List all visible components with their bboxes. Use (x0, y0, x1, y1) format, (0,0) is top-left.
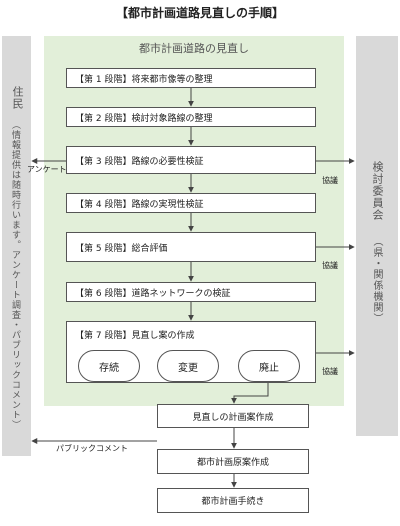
review-panel-title: 都市計画道路の見直し (139, 42, 249, 55)
option-change: 変更 (157, 350, 219, 382)
committee-note: （県・関係機関） (371, 236, 382, 324)
option-keep: 存続 (78, 350, 140, 382)
step-5-box: 【第 5 段階】総合評価 (66, 232, 316, 262)
step-1-box: 【第 1 段階】将来都市像等の整理 (66, 68, 316, 88)
residents-note: （情報提供は随時行います。アンケート調査・パブリックコメント） (10, 120, 20, 430)
survey-label: アンケート (27, 165, 67, 174)
step-4-box: 【第 4 段階】路線の実現性検証 (66, 193, 316, 213)
residents-title: 住民 (11, 86, 24, 110)
procedure-box: 都市計画手続き (157, 488, 309, 513)
step-6-box: 【第 6 段階】道路ネットワークの検証 (66, 282, 316, 302)
consult-label-2: 協議 (322, 261, 338, 270)
residents-column: 住民 （情報提供は随時行います。アンケート調査・パブリックコメント） (2, 36, 31, 456)
page-title: 【都市計画道路見直しの手順】 (115, 6, 284, 20)
committee-title: 検討委員会 (371, 161, 384, 221)
step-7-label: 【第 7 段階】見直し案の作成 (75, 331, 195, 341)
public-comment-label: パブリックコメント (56, 444, 128, 453)
arrow-step7-plan (231, 383, 269, 404)
step-3-box: 【第 3 段階】路線の必要性検証 (66, 146, 316, 174)
committee-column: 検討委員会 （県・関係機関） (356, 36, 398, 436)
consult-label-1: 協議 (322, 176, 338, 185)
step-2-box: 【第 2 段階】検討対象路線の整理 (66, 107, 316, 127)
option-abolish: 廃止 (238, 350, 300, 382)
draft-creation-box: 都市計画原案作成 (157, 449, 309, 474)
plan-creation-box: 見直しの計画案作成 (157, 404, 309, 428)
consult-label-3: 協議 (322, 367, 338, 376)
